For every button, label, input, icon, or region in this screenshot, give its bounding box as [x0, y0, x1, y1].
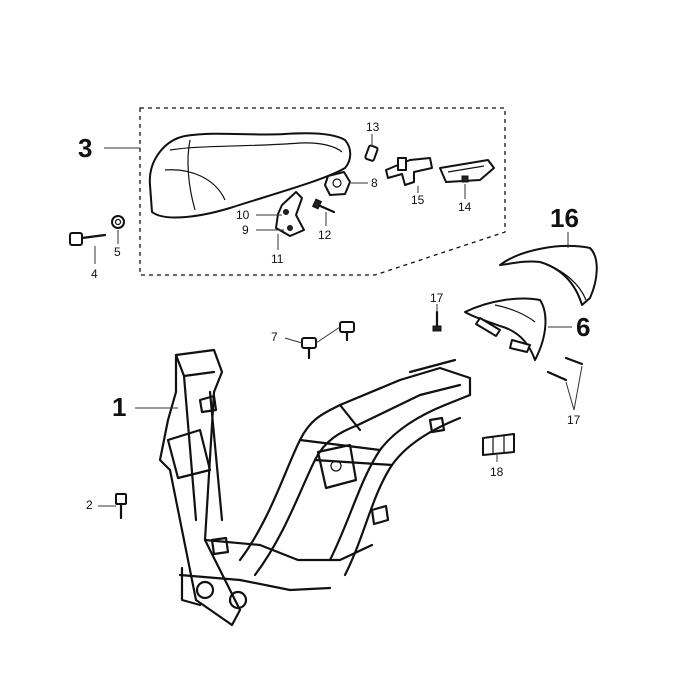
rear-cover-part	[499, 245, 598, 306]
seat-part	[148, 132, 352, 219]
callout-8: 8	[371, 176, 378, 190]
callout-15: 15	[411, 193, 425, 207]
nut-part-5	[111, 215, 125, 229]
bolt-part-2	[115, 493, 127, 520]
callout-1: 1	[112, 392, 127, 422]
bolt-part-4	[69, 232, 107, 246]
callout-6: 6	[576, 312, 591, 342]
leader-lines	[94, 134, 583, 507]
seat-bracket-part	[275, 191, 305, 237]
callout-17-right: 17	[567, 413, 581, 427]
seat-latch-part	[385, 157, 433, 186]
callout-11: 11	[271, 252, 284, 266]
callout-5: 5	[114, 245, 121, 259]
callout-9: 9	[242, 223, 249, 237]
callout-4: 4	[91, 267, 98, 281]
callout-12: 12	[318, 228, 332, 242]
callout-10: 10	[236, 208, 250, 222]
pin-part	[364, 144, 379, 162]
main-frame-part	[158, 348, 472, 627]
bolt-part-7	[301, 321, 355, 360]
callout-14: 14	[458, 200, 472, 214]
bump-stop-part	[324, 171, 351, 196]
callout-17-top: 17	[430, 291, 444, 305]
callout-2: 2	[86, 498, 93, 512]
screw-part-17-right	[546, 356, 584, 382]
rear-carrier-part	[464, 297, 547, 361]
seat-assembly-boundary	[139, 107, 506, 276]
callout-18: 18	[490, 465, 504, 479]
seat-hinge-part	[439, 159, 495, 183]
screw-part-12	[311, 198, 336, 214]
callout-7: 7	[271, 330, 278, 344]
callout-13: 13	[366, 120, 380, 134]
callout-16: 16	[550, 203, 579, 233]
clip-part	[482, 433, 515, 456]
callout-3: 3	[78, 133, 93, 163]
screw-part-17-top	[432, 310, 442, 332]
